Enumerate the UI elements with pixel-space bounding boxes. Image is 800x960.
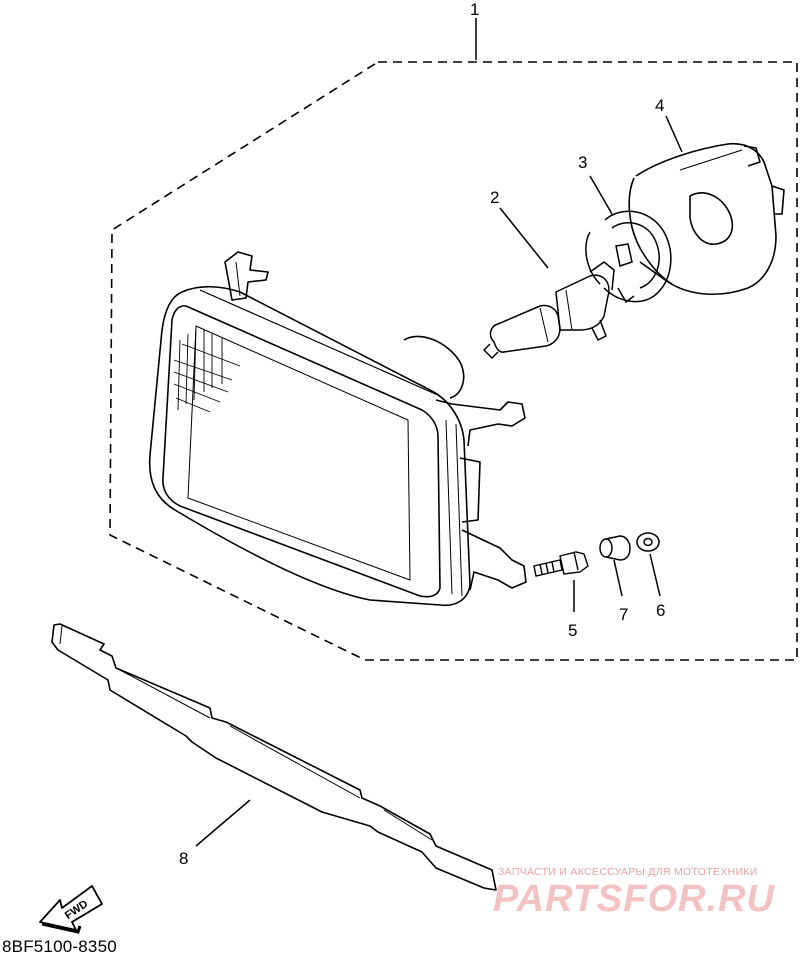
- watermark-tagline: ЗАПЧАСТИ И АКСЕССУАРЫ ДЛЯ МОТОТЕХНИКИ: [498, 866, 758, 878]
- leader-3: [589, 175, 613, 215]
- headlight-unit: [148, 251, 527, 607]
- adjusting-screw: [533, 551, 589, 577]
- callout-3: 3: [578, 153, 587, 172]
- callout-1: 1: [470, 0, 479, 19]
- callout-6: 6: [656, 601, 665, 620]
- mounting-plate: [51, 623, 497, 891]
- assembly-boundary: [109, 61, 798, 661]
- washer: [636, 532, 660, 552]
- callout-2: 2: [490, 188, 499, 207]
- callout-8: 8: [179, 849, 188, 868]
- bulb-holder: [585, 210, 672, 304]
- leader-2: [499, 207, 549, 269]
- leader-6: [649, 553, 661, 597]
- callout-5: 5: [568, 621, 577, 640]
- bulb: [483, 261, 615, 359]
- spacer: [599, 535, 631, 561]
- part-code: 8BF5100-8350: [2, 937, 117, 956]
- forward-arrow: FWD: [39, 885, 103, 934]
- rear-cover: [628, 143, 785, 296]
- forward-arrow-icon: [39, 885, 103, 931]
- leader-4: [665, 115, 683, 153]
- leader-8: [195, 799, 251, 847]
- callout-7: 7: [619, 605, 628, 624]
- callout-4: 4: [655, 96, 664, 115]
- watermark-logo: PARTSFOR.RU: [493, 878, 775, 920]
- leader-7: [613, 559, 623, 597]
